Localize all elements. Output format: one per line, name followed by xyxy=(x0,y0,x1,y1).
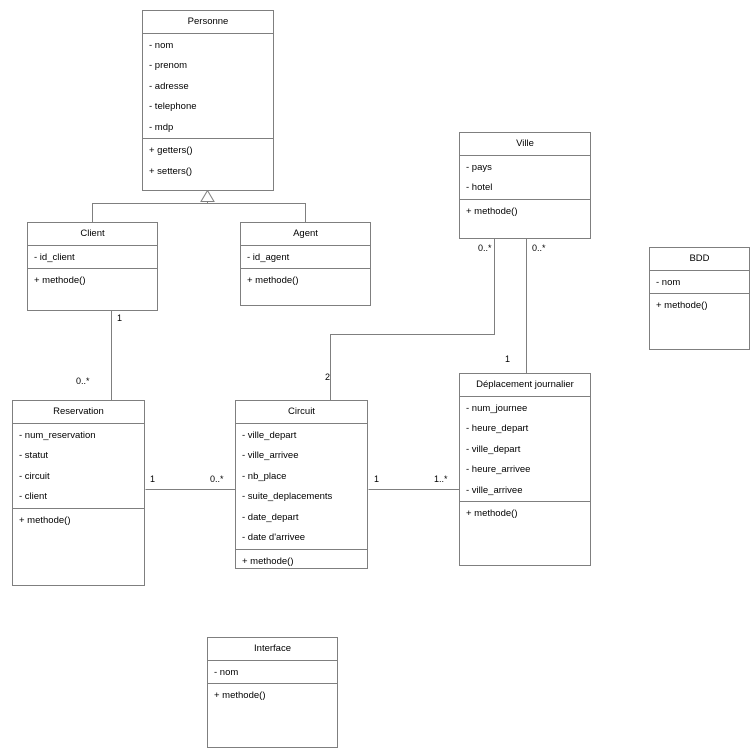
operations-compartment-client: + methode() xyxy=(28,269,157,310)
operation: + methode() xyxy=(19,514,71,526)
attribute: - adresse xyxy=(149,80,189,92)
attribute: - nom xyxy=(214,666,239,678)
multiplicity-ville-circuit: 0..* xyxy=(478,243,492,253)
attributes-compartment-personne: - nom - prenom - adresse - telephone - m… xyxy=(143,34,273,139)
class-box-bdd[interactable]: BDD - nom + methode() xyxy=(649,247,750,350)
operations-compartment-bdd: + methode() xyxy=(650,294,749,349)
attribute: - heure_depart xyxy=(466,423,529,434)
class-name-reservation: Reservation xyxy=(13,401,144,424)
class-name-agent: Agent xyxy=(241,223,370,246)
operations-compartment-reservation: + methode() xyxy=(13,509,144,586)
multiplicity-circuit-ville: 2 xyxy=(325,372,331,382)
class-box-interface[interactable]: Interface - nom + methode() xyxy=(207,637,338,748)
multiplicity-circuit-deplacement-near: 1 xyxy=(374,474,380,484)
attribute: - suite_deplacements xyxy=(242,491,333,502)
class-name-interface: Interface xyxy=(208,638,337,661)
multiplicity-ville-deplacement: 0..* xyxy=(532,243,546,253)
attribute: - prenom xyxy=(149,60,188,71)
attributes-compartment-agent: - id_agent xyxy=(241,246,370,269)
class-box-circuit[interactable]: Circuit - ville_depart - ville_arrivee -… xyxy=(235,400,368,569)
operation: + methode() xyxy=(466,205,518,217)
multiplicity-deplacement-ville: 1 xyxy=(505,354,511,364)
multiplicity-client-reservation-far: 0..* xyxy=(76,376,90,386)
attribute: - telephone xyxy=(149,101,197,112)
attribute: - hotel xyxy=(466,182,493,193)
operations-compartment-deplacement-journalier: + methode() xyxy=(460,502,590,565)
operation: + methode() xyxy=(34,275,86,286)
attribute: - num_journee xyxy=(466,402,528,414)
multiplicity-reservation-circuit-near: 1 xyxy=(150,474,156,484)
multiplicity-reservation-circuit-far: 0..* xyxy=(210,474,224,484)
operations-compartment-interface: + methode() xyxy=(208,684,337,747)
attribute: - id_agent xyxy=(247,251,290,263)
attribute: - nom xyxy=(656,276,681,288)
attribute: - pays xyxy=(466,161,492,173)
class-name-personne: Personne xyxy=(143,11,273,34)
attribute: - nom xyxy=(149,39,174,51)
class-box-personne[interactable]: Personne - nom - prenom - adresse - tele… xyxy=(142,10,274,191)
operations-compartment-circuit: + methode() xyxy=(236,550,367,573)
class-box-agent[interactable]: Agent - id_agent + methode() xyxy=(240,222,371,306)
class-name-deplacement-journalier: Déplacement journalier xyxy=(460,374,590,397)
class-name-client: Client xyxy=(28,223,157,246)
operation: + methode() xyxy=(466,508,518,519)
class-box-ville[interactable]: Ville - pays - hotel + methode() xyxy=(459,132,591,239)
class-name-bdd: BDD xyxy=(650,248,749,271)
attribute: - ville_arrivee xyxy=(466,484,523,496)
class-box-client[interactable]: Client - id_client + methode() xyxy=(27,222,158,311)
attribute: - id_client xyxy=(34,251,75,263)
attributes-compartment-circuit: - ville_depart - ville_arrivee - nb_plac… xyxy=(236,424,367,550)
operation: + setters() xyxy=(149,165,193,177)
operation: + methode() xyxy=(214,690,266,701)
operations-compartment-agent: + methode() xyxy=(241,269,370,305)
attributes-compartment-client: - id_client xyxy=(28,246,157,269)
attribute: - client xyxy=(19,491,47,502)
attribute: - ville_arrivee xyxy=(242,450,299,461)
attributes-compartment-deplacement-journalier: - num_journee - heure_depart - ville_dep… xyxy=(460,397,590,502)
class-name-ville: Ville xyxy=(460,133,590,156)
class-box-reservation[interactable]: Reservation - num_reservation - statut -… xyxy=(12,400,145,586)
attribute: - mdp xyxy=(149,121,174,133)
operations-compartment-personne: + getters() + setters() xyxy=(143,139,273,190)
multiplicity-circuit-deplacement-far: 1..* xyxy=(434,474,448,484)
attribute: - nb_place xyxy=(242,470,287,482)
attributes-compartment-bdd: - nom xyxy=(650,271,749,294)
operations-compartment-ville: + methode() xyxy=(460,200,590,239)
attributes-compartment-reservation: - num_reservation - statut - circuit - c… xyxy=(13,424,144,509)
attributes-compartment-ville: - pays - hotel xyxy=(460,156,590,200)
operation: + methode() xyxy=(242,555,294,567)
generalization-edge-agent-personne xyxy=(207,203,306,223)
attribute: - date d'arrivee xyxy=(242,532,306,543)
attribute: - num_reservation xyxy=(19,429,96,441)
attribute: - date_depart xyxy=(242,511,299,523)
attribute: - circuit xyxy=(19,470,50,482)
generalization-arrowhead-icon xyxy=(200,189,215,202)
operation: + methode() xyxy=(247,275,299,286)
attributes-compartment-interface: - nom xyxy=(208,661,337,684)
class-box-deplacement-journalier[interactable]: Déplacement journalier - num_journee - h… xyxy=(459,373,591,566)
attribute: - ville_depart xyxy=(242,429,297,441)
generalization-edge-client-personne xyxy=(92,203,208,223)
multiplicity-client-reservation-near: 1 xyxy=(117,313,123,323)
operation: + getters() xyxy=(149,145,193,156)
class-name-circuit: Circuit xyxy=(236,401,367,424)
attribute: - heure_arrivee xyxy=(466,464,531,475)
operation: + methode() xyxy=(656,300,708,311)
attribute: - statut xyxy=(19,450,49,461)
attribute: - ville_depart xyxy=(466,443,521,455)
